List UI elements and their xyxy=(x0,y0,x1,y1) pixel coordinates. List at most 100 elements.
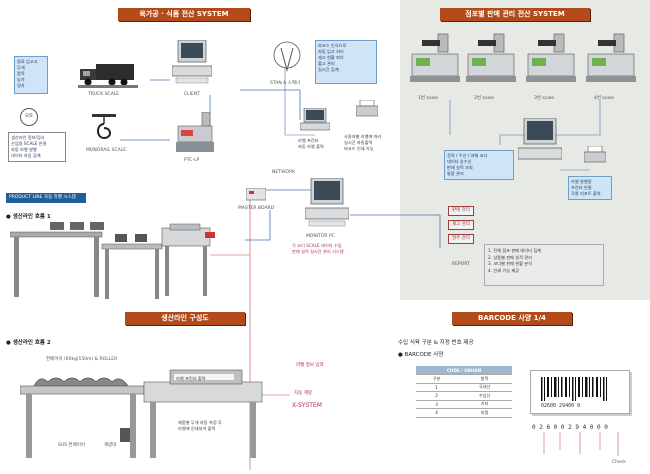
feature-box: 생산라인 정보/검사 산업용 SCALE 연결 자동 라벨 발행 데이터 자동 … xyxy=(8,132,66,162)
store-info-line: 판매 실적 조회 xyxy=(447,165,473,170)
printer-note-line: 라벨 프린터 xyxy=(298,138,319,143)
truck-scale-label: TRUCK SCALE xyxy=(88,92,120,97)
store-printer-icon xyxy=(584,146,606,163)
master-board-icon xyxy=(246,188,266,201)
store-info-line: 데이터 송수신 xyxy=(447,159,472,164)
client-label: CLIENT xyxy=(184,92,200,97)
barcode-number: 02600 29400 0 xyxy=(541,403,581,409)
barcode-card: 02600 29400 0 xyxy=(530,370,630,414)
scale-label-4: 4번 scale xyxy=(594,96,615,101)
scale-label-3: 3번 scale xyxy=(534,96,555,101)
barcode-digits: 0 2 6 0 0 2 9 4 0 0 0 xyxy=(532,424,608,431)
table-cell: 3 xyxy=(416,400,458,409)
table-cell: 항목 xyxy=(457,374,512,384)
label-info-text: 라벨 정보 입력 xyxy=(296,363,324,368)
master-board-label: MASTER BOARD xyxy=(238,206,275,211)
monitor-note: 각 코너 SCALE 데이터 수집 판매 실적 실시간 관리 시스템 xyxy=(292,243,392,255)
monitor-note-line: 각 코너 SCALE 데이터 수집 xyxy=(292,243,342,248)
lower-desc: 제품별 무게 자동 측정 후 라벨에 인쇄되어 출력 xyxy=(178,420,258,432)
intake-line: 일자 xyxy=(17,83,25,88)
barcode-sub: ● BARCODE 사양 xyxy=(398,352,444,358)
printer-note: 라벨 프린터 자동 라벨 출력 xyxy=(298,138,350,150)
laptop-icon xyxy=(300,108,330,131)
tag-inventory: 재고 관리 xyxy=(448,220,474,230)
ptc-lp-label: PTC-LP xyxy=(184,158,200,163)
bottom-mid-label: 계량대 xyxy=(104,443,117,448)
store-pc-icon xyxy=(518,118,562,160)
feature-line: 자동 라벨 발행 xyxy=(11,147,37,152)
auto-circle-icon: 오토 xyxy=(20,108,38,126)
check-digit-label: Check xyxy=(612,460,626,465)
upper-line-diagram xyxy=(10,222,215,299)
printer-detail-line: 바코드 인쇄 가능 xyxy=(344,146,374,151)
store-scales xyxy=(410,33,636,82)
printer-note-line: 자동 라벨 출력 xyxy=(298,144,324,149)
sales-system-banner: 점포별 판매 관리 전산 SYSTEM xyxy=(440,8,590,21)
print-label-text: 라벨 프린터 출력 xyxy=(176,376,206,381)
store-printer-line: 프린터 연결 xyxy=(571,185,592,190)
monorail-scale-icon xyxy=(92,114,116,140)
printer-icon xyxy=(356,100,378,117)
note-line: 3. 코너별 판매 현황 분석 xyxy=(488,261,532,266)
scanner-info-line: 바코드 인식으로 xyxy=(318,43,347,48)
scanner-info-line: 재고 현황 파악 xyxy=(318,55,344,60)
table-cell: 국내산 xyxy=(457,383,512,392)
note-line: 1. 전체 점포 판매 데이터 집계 xyxy=(488,248,542,253)
feature-line: 데이터 자동 집계 xyxy=(11,153,41,158)
product-line-button[interactable]: PRODUCT LINE 자동 라벨 시스템 xyxy=(6,193,86,203)
monitor-pc-icon xyxy=(305,178,349,227)
note-line: 2. 상품별 판매 실적 관리 xyxy=(488,254,532,260)
table-cell: 4 xyxy=(416,408,458,418)
auto-weigh-text: 자동 계량 xyxy=(294,391,312,396)
monitor-note-line: 판매 실적 실시간 관리 시스템 xyxy=(292,249,344,254)
barcode-heading: 수입 식육 구분 & 지정 번호 제공 xyxy=(398,340,474,346)
client-pc-icon xyxy=(172,40,212,84)
store-printer-line: 라벨 발행용 xyxy=(571,179,592,184)
feature-line: 산업용 SCALE 연결 xyxy=(11,141,47,146)
printer-detail: 사용자별 라벨에 따라 실시간 자동출력 바코드 인쇄 가능 xyxy=(344,134,398,152)
conveyor-label: 컨베이어 (60kg/150m) & ROLLER xyxy=(46,357,118,362)
printer-detail-line: 사용자별 라벨에 따라 xyxy=(344,134,382,139)
line-flow-2-title: ● 생산라인 흐름 2 xyxy=(6,340,51,346)
table-cell: 기타 xyxy=(457,400,512,409)
barcode-banner: BARCODE 사양 1/4 xyxy=(452,312,572,325)
intake-line: 무게 xyxy=(17,65,25,70)
table-cell: 미정 xyxy=(457,408,512,418)
store-info-line: 통합 관리 xyxy=(447,171,464,176)
table-cell: 수입산 xyxy=(457,391,512,401)
digit-callouts xyxy=(543,432,619,456)
meat-system-banner: 육가공 · 식품 전산 SYSTEM xyxy=(118,8,250,21)
store-printer-box: 라벨 발행용 프린터 연결 각종 리포트 출력 xyxy=(568,176,612,200)
scanner-label: STAN A 스캐너 xyxy=(270,81,301,86)
network-label: NETWORK xyxy=(272,170,296,175)
scale-label-1: 1번 scale xyxy=(418,96,439,101)
monorail-scale-label: MONORAIL SCALE xyxy=(86,148,127,153)
line-flow-1-title: ● 생산라인 흐름 1 xyxy=(6,214,51,220)
scale-label-2: 2번 scale xyxy=(474,96,495,101)
intake-line: 원료 입고시 xyxy=(17,59,38,64)
ptc-lp-icon xyxy=(176,112,214,152)
lower-desc-line: 제품별 무게 자동 측정 후 xyxy=(178,420,222,425)
intake-line: 농가 xyxy=(17,77,25,82)
intake-info-box: 원료 입고시 무게 품목 농가 일자 xyxy=(14,56,48,94)
feature-line: 생산라인 정보/검사 xyxy=(11,135,45,140)
scanner-info-line: 실시간 집계 xyxy=(318,67,339,72)
intake-line: 품목 xyxy=(17,71,25,76)
notes-box: 1. 전체 점포 판매 데이터 집계 2. 상품별 판매 실적 관리 3. 코너… xyxy=(484,244,604,286)
table-cell: 2 xyxy=(416,391,458,401)
scanner-icon xyxy=(273,41,301,72)
barcode-bars xyxy=(541,377,607,401)
product-line-button-label: PRODUCT LINE 자동 라벨 시스템 xyxy=(9,195,76,200)
store-printer-line: 각종 리포트 출력 xyxy=(571,191,601,196)
scale-unit-1 xyxy=(410,33,460,82)
note-line: 4. 인쇄 기능 제공 xyxy=(488,267,520,273)
scanner-info-box: 바코드 인식으로 자동 입고 처리 재고 현황 파악 출고 관리 실시간 집계 xyxy=(315,40,377,84)
system-text: X-SYSTEM xyxy=(292,402,322,409)
report-label: REPORT xyxy=(452,262,470,267)
